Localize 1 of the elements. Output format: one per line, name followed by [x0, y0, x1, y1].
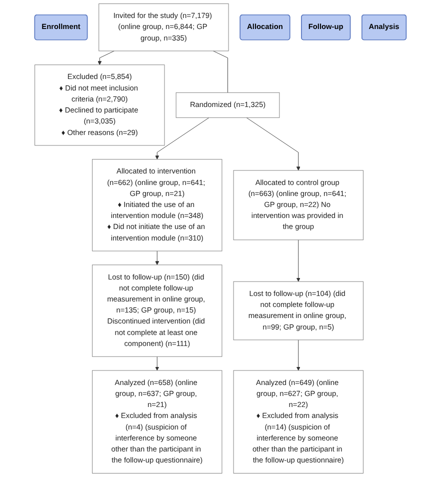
connector	[213, 50, 228, 93]
